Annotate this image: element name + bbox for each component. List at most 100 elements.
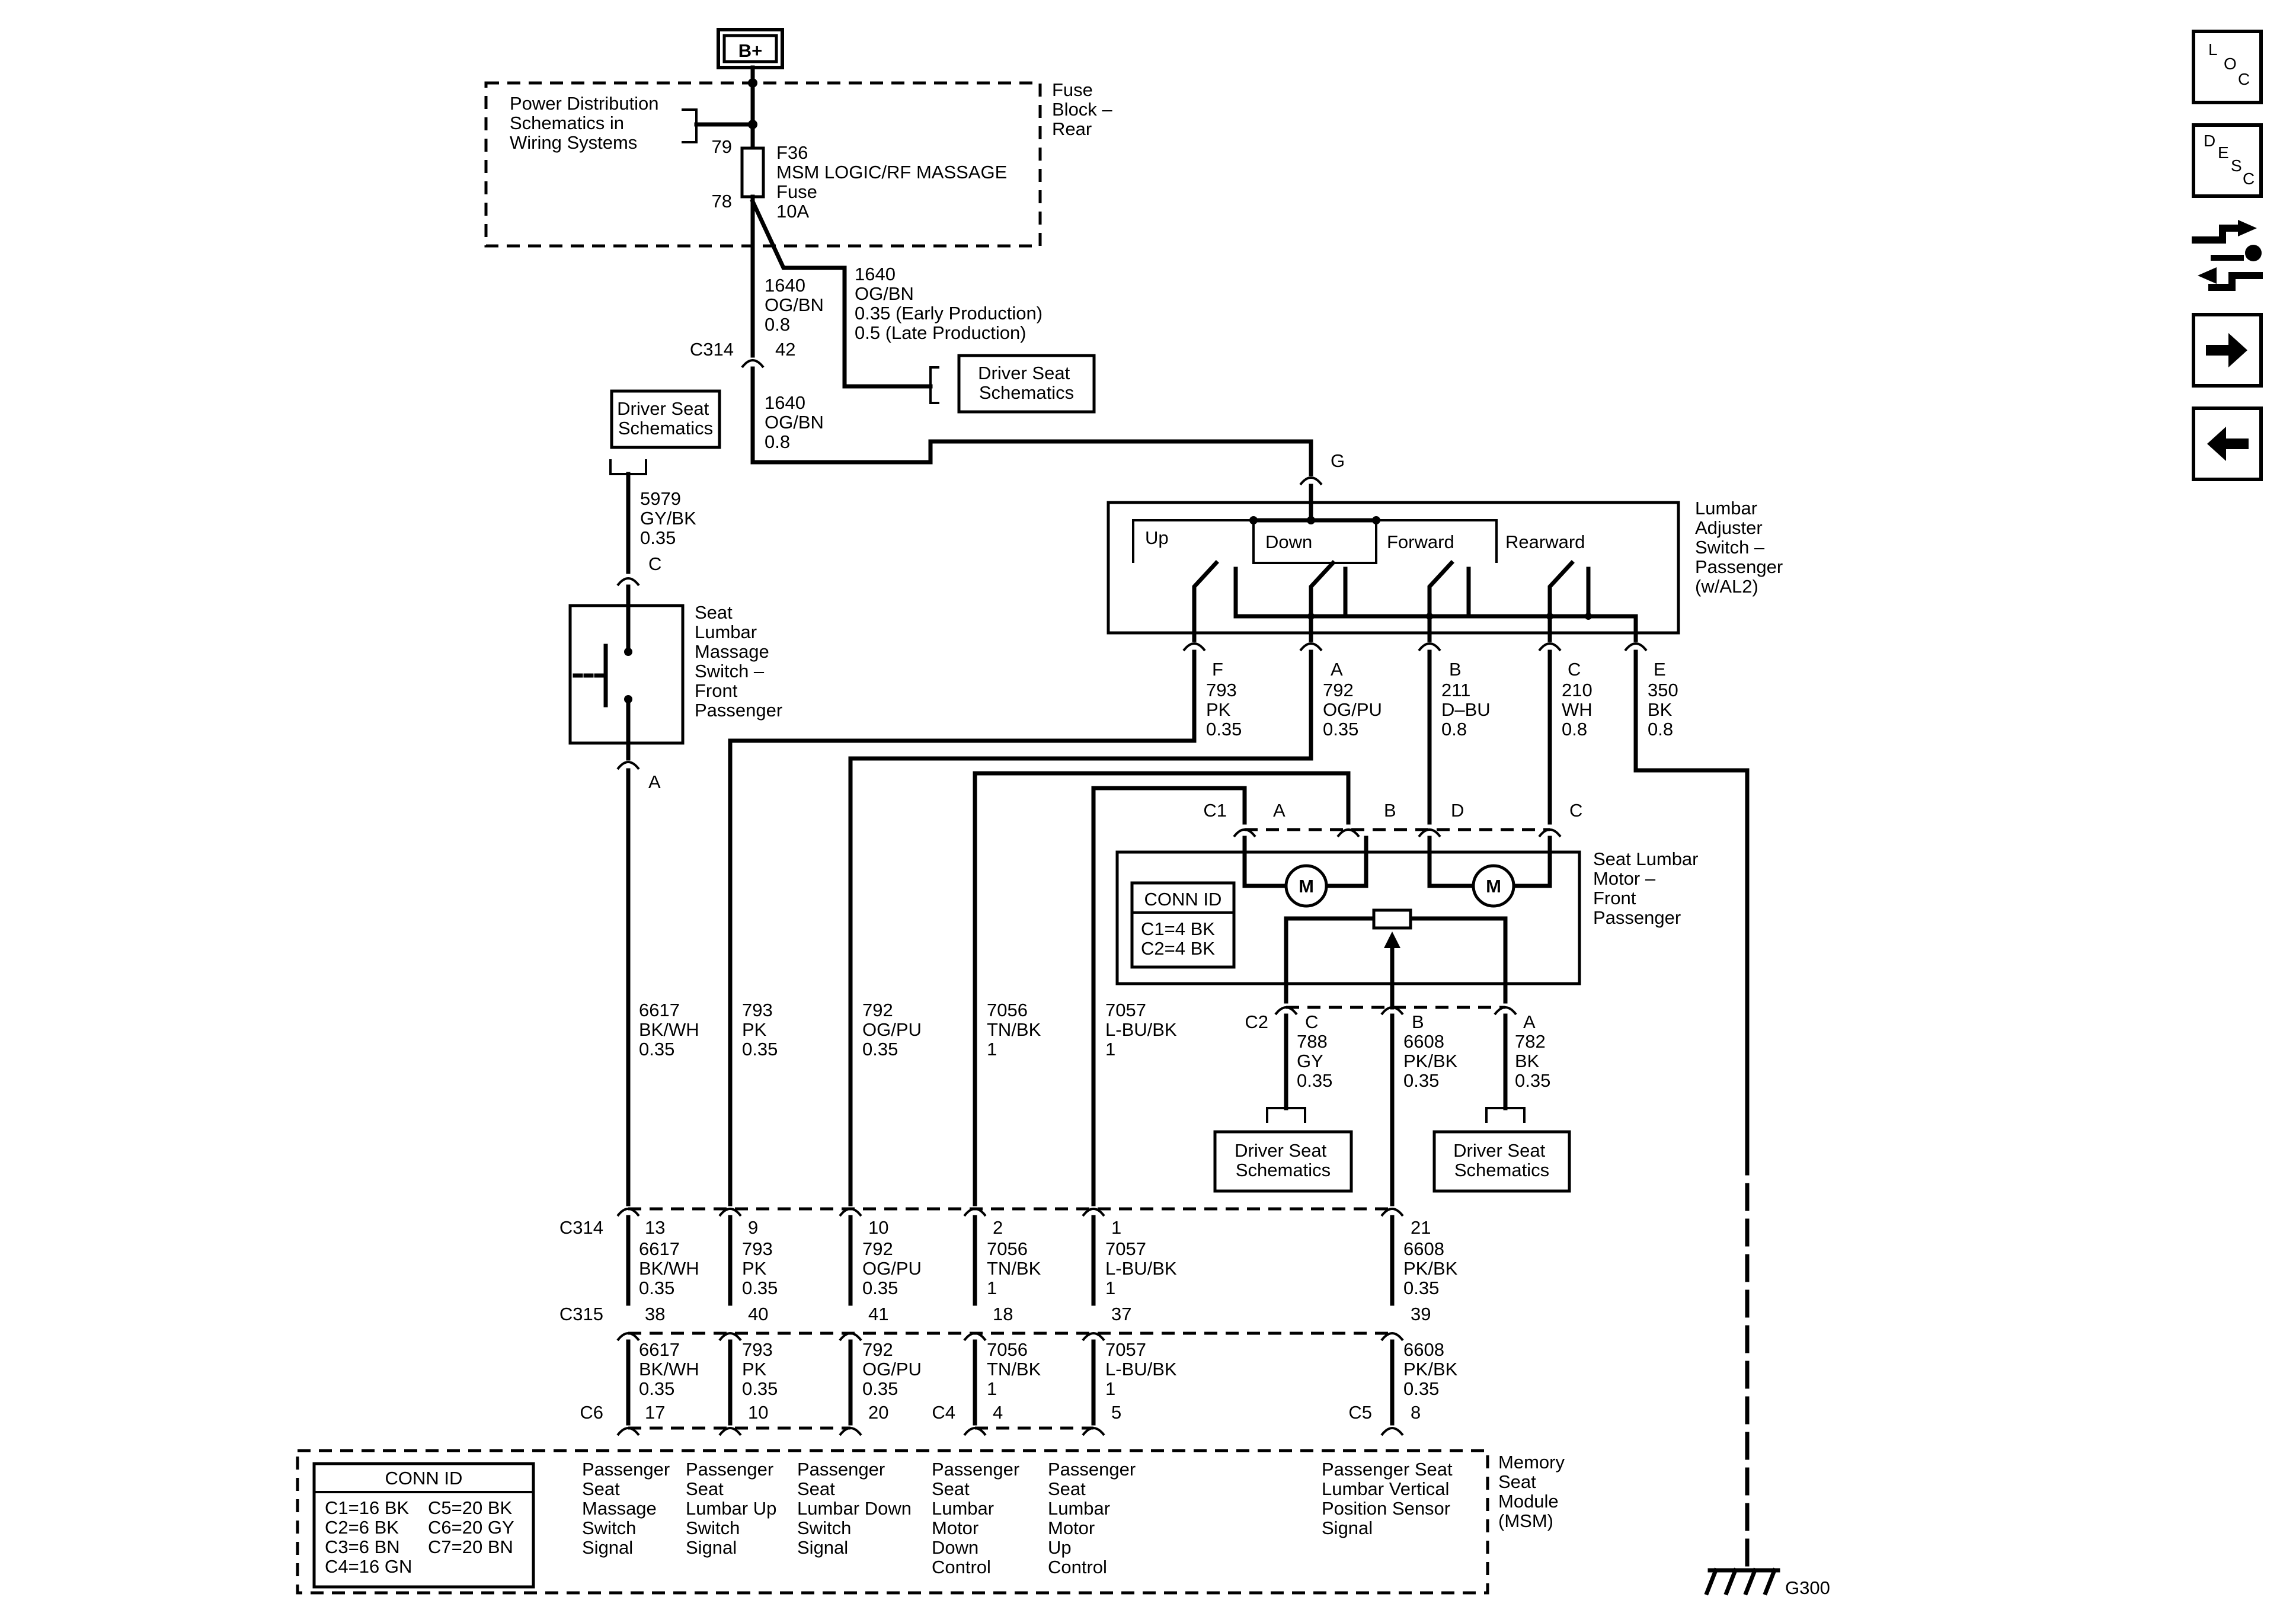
msm-pin: 10	[748, 1402, 768, 1423]
motor-c1-pin-b: B	[1384, 800, 1396, 821]
msm-pin: 8	[1411, 1402, 1421, 1423]
msm-pin: 4	[993, 1402, 1003, 1423]
msm-conn-id-right: C5=20 BK C6=20 GY C7=20 BN	[428, 1497, 519, 1557]
next-button[interactable]	[2192, 313, 2263, 388]
loc-letter: L	[2208, 40, 2218, 59]
wire-5979-label: 5979 GY/BK 0.35	[640, 488, 701, 548]
motor-c2-pins	[1274, 1006, 1517, 1016]
c314-pin: 21	[1411, 1217, 1431, 1238]
back-button[interactable]	[2192, 406, 2263, 481]
motor2-leads	[1427, 836, 1552, 888]
connector-lumbar-g	[1299, 476, 1323, 486]
motor-c2-pin-a: A	[1523, 1012, 1536, 1032]
c314-pin: 10	[868, 1217, 888, 1238]
massage-contact	[624, 648, 632, 656]
wire-792-mid-label: 792 OG/PU 0.35	[862, 1000, 927, 1060]
description-button[interactable]: D E S C	[2192, 123, 2263, 198]
c314-pin: 1	[1111, 1217, 1121, 1238]
motor-c1-pins	[1233, 828, 1562, 838]
msm-pin: 5	[1111, 1402, 1121, 1423]
c315-pins	[616, 1332, 1404, 1342]
position-sensor	[1372, 908, 1412, 930]
ref-bracket-mid	[1266, 1107, 1306, 1123]
massage-contact	[624, 695, 632, 703]
connector-massage-c	[616, 577, 640, 587]
wire-7057-mid-label: 7057 L-BU/BK 1	[1105, 1000, 1182, 1060]
fuse-pin-out: 78	[712, 191, 732, 212]
msm-conn-id-title: CONN ID	[385, 1468, 463, 1489]
wire-1640-branch	[750, 199, 933, 389]
wire-1640-main-label: 1640 OG/BN 0.8	[765, 275, 829, 335]
motor-conn-id-values: C1=4 BK C2=4 BK	[1141, 918, 1220, 959]
motor-c1-pin-d: D	[1451, 800, 1464, 821]
massage-pin-c: C	[648, 553, 661, 574]
wire-793	[728, 649, 1197, 1206]
ref-driver-seat-right[interactable]	[1432, 1130, 1571, 1193]
motor-1-symbol: M	[1299, 876, 1314, 897]
lumbar-adjuster-switch	[1107, 501, 1680, 635]
wire-350	[1633, 649, 1750, 1152]
motor-c1-pin-c: C	[1569, 800, 1582, 821]
c314-pin: 9	[748, 1217, 758, 1238]
c314-top-pin: 42	[775, 339, 795, 360]
wire-6608-top-label: 6608 PK/BK 0.35	[1403, 1031, 1463, 1091]
msm-pins	[616, 1427, 1404, 1436]
arrow-left-icon	[2207, 427, 2249, 461]
c315-msm-wires	[626, 1339, 1395, 1426]
loc-letter: O	[2224, 55, 2237, 73]
c315-pin: 41	[868, 1304, 888, 1324]
wire-211-label: 211 D–BU 0.8	[1441, 680, 1495, 740]
ref-driver-seat-mid[interactable]	[1213, 1130, 1353, 1193]
ref-driver-seat-left-label: Driver Seat Schematics	[617, 398, 714, 438]
motor-conn-id-title: CONN ID	[1144, 889, 1222, 910]
battery-inner	[722, 34, 778, 63]
wire-7056	[973, 771, 1351, 1206]
lumbar-switch-outputs	[1182, 642, 1648, 652]
motor-c1-pin-a: A	[1273, 800, 1285, 821]
desc-letter: D	[2204, 132, 2216, 150]
loc-letter: C	[2238, 70, 2250, 88]
ref-driver-seat-top-label: Driver Seat Schematics	[978, 363, 1075, 403]
ref-bracket-right	[1485, 1107, 1526, 1123]
ref-bracket	[929, 366, 939, 404]
c315-label: C315	[559, 1304, 603, 1324]
wiring-harness-icon[interactable]	[2187, 216, 2268, 293]
fuse-pin-in: 79	[712, 136, 732, 157]
c314-pin: 2	[993, 1217, 1003, 1238]
desc-letter: E	[2218, 143, 2229, 162]
switch-pin-a: A	[1331, 659, 1343, 680]
msm-signal-lumbar-down: Passenger Seat Lumbar Down Switch Signal	[797, 1459, 917, 1558]
switch-position-frames	[1132, 519, 1498, 564]
switch-ground-bus	[1233, 614, 1638, 642]
motor-c2-label: C2	[1245, 1012, 1268, 1032]
msm-conn-id-left: C1=16 BK C2=6 BK C3=6 BN C4=16 GN	[325, 1497, 414, 1577]
motor-c2-pin-b: B	[1412, 1012, 1424, 1032]
c315-pin: 18	[993, 1304, 1013, 1324]
location-button[interactable]: L O C	[2192, 30, 2263, 104]
lumbar-switch-title: Lumbar Adjuster Switch – Passenger (w/AL…	[1695, 498, 1788, 597]
msm-signal-motor-down: Passenger Seat Lumbar Motor Down Control	[932, 1459, 1025, 1577]
ref-driver-seat-top[interactable]	[957, 354, 1096, 414]
switch-contact-f	[1192, 560, 1219, 642]
battery-label: B+	[738, 40, 763, 61]
massage-switch-title: Seat Lumbar Massage Switch – Front Passe…	[695, 602, 782, 721]
desc-letter: S	[2231, 156, 2242, 175]
ref-driver-seat-left[interactable]	[610, 389, 721, 449]
splice	[748, 78, 757, 88]
wire-782-label: 782 BK 0.35	[1515, 1031, 1550, 1091]
msm-signal-position-sensor: Passenger Seat Lumbar Vertical Position …	[1322, 1459, 1457, 1538]
c315-pin: 40	[748, 1304, 768, 1324]
switch-contact-c	[1547, 560, 1575, 642]
msm-signal-lumbar-up: Passenger Seat Lumbar Up Switch Signal	[686, 1459, 782, 1558]
msm-c4-label: C4	[932, 1402, 955, 1423]
switch-contact-b	[1427, 560, 1454, 642]
ground-label: G300	[1785, 1577, 1830, 1598]
wire-793-top-label: 793 PK 0.35	[1206, 680, 1242, 740]
arrow-right-icon	[2206, 333, 2247, 367]
